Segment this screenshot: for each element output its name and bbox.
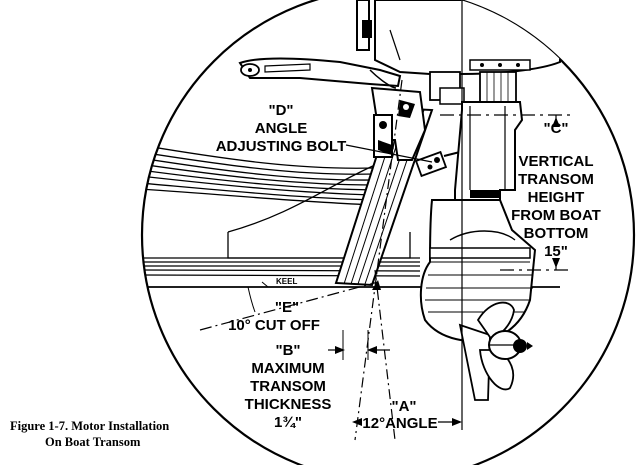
label-c-letter: "C" xyxy=(543,120,568,137)
motor-angle-line xyxy=(354,79,403,441)
label-c-value: 15" xyxy=(544,243,568,260)
label-c-line4: FROM BOAT xyxy=(511,207,601,224)
lower-unit xyxy=(419,199,537,401)
caption-line1: Figure 1-7. Motor Installation xyxy=(10,419,169,433)
label-d: "D" ANGLE ADJUSTING BOLT xyxy=(216,102,347,155)
label-b-value: 1¾" xyxy=(274,414,302,431)
label-d-line2: ADJUSTING BOLT xyxy=(216,138,347,155)
bolt-leader-line xyxy=(345,144,433,163)
label-a-letter: "A" xyxy=(391,398,416,415)
figure-caption: Figure 1-7. Motor Installation On Boat T… xyxy=(10,419,169,449)
label-e: "E" 10° CUT OFF xyxy=(228,299,320,334)
cutoff-angle-line xyxy=(199,281,379,331)
label-a-line1: 12°ANGLE xyxy=(362,415,437,432)
label-b-line1: MAXIMUM xyxy=(251,360,324,377)
label-keel: KEEL xyxy=(276,277,297,286)
label-b: "B" MAXIMUM TRANSOM THICKNESS 1¾" xyxy=(245,342,332,431)
label-c-line5: BOTTOM xyxy=(524,225,589,242)
motor-shaft-housing xyxy=(454,101,524,231)
label-c-line1: VERTICAL xyxy=(519,153,594,170)
label-d-line1: ANGLE xyxy=(255,120,308,137)
label-a: "A" 12°ANGLE xyxy=(362,398,437,432)
label-d-letter: "D" xyxy=(268,102,293,119)
label-c: "C" VERTICAL TRANSOM HEIGHT FROM BOAT BO… xyxy=(511,120,601,260)
angle-adjusting-bolt xyxy=(414,150,461,178)
propeller xyxy=(476,301,533,391)
label-e-line1: 10° CUT OFF xyxy=(228,317,320,334)
clamp-bracket xyxy=(370,86,427,161)
transom-slope-line xyxy=(374,269,396,441)
caption-line2: On Boat Transom xyxy=(45,435,141,449)
label-c-line3: HEIGHT xyxy=(528,189,585,206)
label-c-line2: TRANSOM xyxy=(518,171,594,188)
label-e-letter: "E" xyxy=(275,299,299,316)
tiller-handle xyxy=(238,57,402,89)
detail-circle xyxy=(140,0,636,465)
label-b-letter: "B" xyxy=(275,342,300,359)
label-b-line2: TRANSOM xyxy=(250,378,326,395)
label-b-line3: THICKNESS xyxy=(245,396,332,413)
